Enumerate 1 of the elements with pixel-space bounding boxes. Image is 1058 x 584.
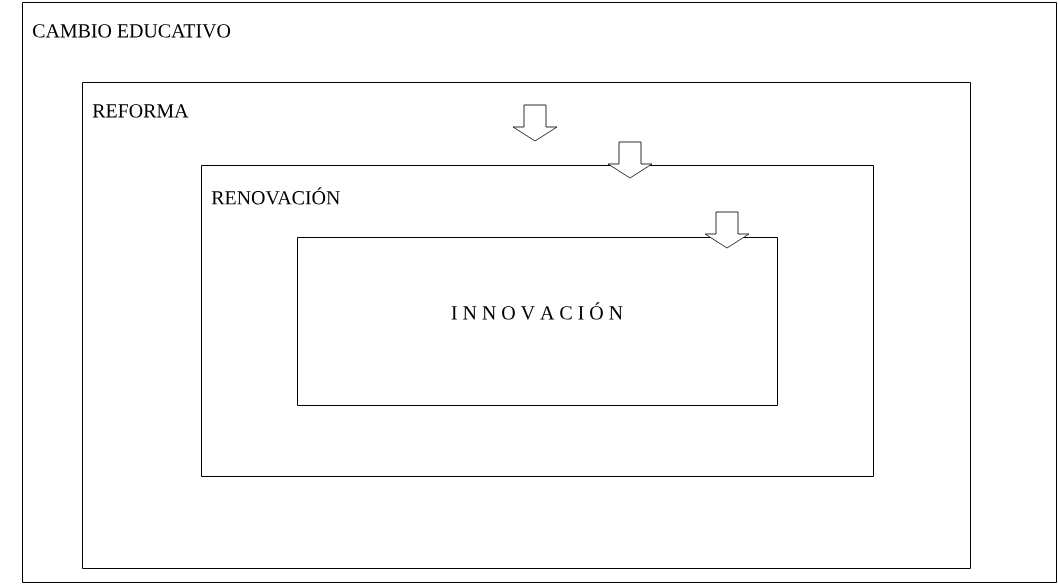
box: I N N O V A C I Ó N xyxy=(297,237,778,406)
